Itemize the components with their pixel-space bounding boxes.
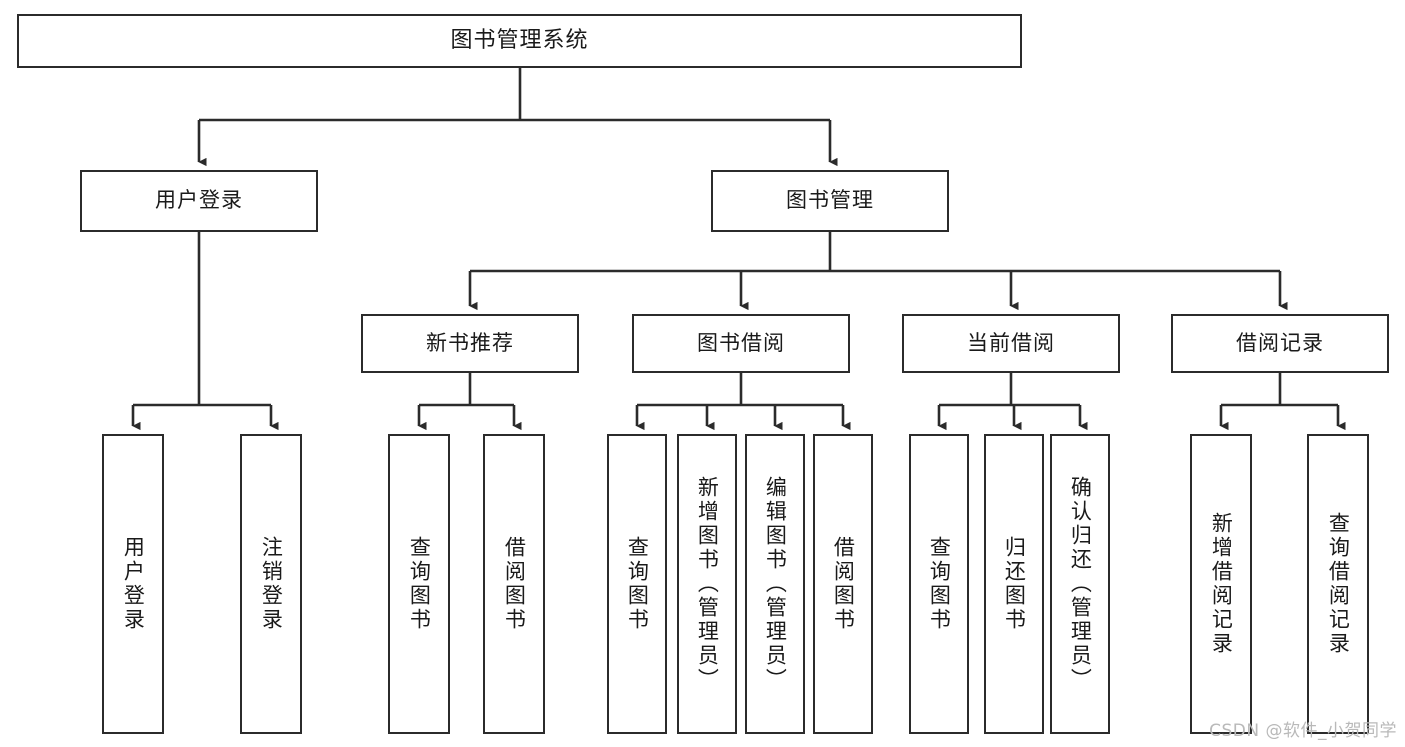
leaf-query-borrow-record[interactable]: 查询借阅记录 [1307,434,1369,734]
leaf-logout-label: 注销登录 [259,536,284,632]
leaf-query-book-borrow-label: 查询图书 [625,536,650,632]
node-book-borrow[interactable]: 图书借阅 [632,314,850,373]
node-root[interactable]: 图书管理系统 [17,14,1022,68]
leaf-borrow-book-borrow-label: 借阅图书 [831,536,856,632]
leaf-borrow-book-newbooks[interactable]: 借阅图书 [483,434,545,734]
leaf-return-book-label: 归还图书 [1002,536,1027,632]
leaf-query-book-current-label: 查询图书 [927,536,952,632]
node-borrow-records-label: 借阅记录 [1236,330,1324,355]
node-book-management-label: 图书管理 [786,188,874,213]
node-borrow-records[interactable]: 借阅记录 [1171,314,1389,373]
node-book-management[interactable]: 图书管理 [711,170,949,232]
node-book-borrow-label: 图书借阅 [697,330,785,355]
node-current-borrow-label: 当前借阅 [967,330,1055,355]
leaf-query-book-current[interactable]: 查询图书 [909,434,969,734]
node-new-book-recommend[interactable]: 新书推荐 [361,314,579,373]
node-user-login-label: 用户登录 [155,188,243,213]
leaf-confirm-return-admin-label: 确认归还（管理员） [1068,476,1093,692]
leaf-query-borrow-record-label: 查询借阅记录 [1326,512,1351,656]
leaf-edit-book-admin-label: 编辑图书（管理员） [763,476,788,692]
leaf-edit-book-admin[interactable]: 编辑图书（管理员） [745,434,805,734]
leaf-add-book-admin[interactable]: 新增图书（管理员） [677,434,737,734]
node-root-label: 图书管理系统 [450,27,589,53]
node-user-login[interactable]: 用户登录 [80,170,318,232]
node-new-book-recommend-label: 新书推荐 [426,330,514,355]
leaf-user-login[interactable]: 用户登录 [102,434,164,734]
leaf-user-login-label: 用户登录 [121,536,146,632]
leaf-logout[interactable]: 注销登录 [240,434,302,734]
leaf-confirm-return-admin[interactable]: 确认归还（管理员） [1050,434,1110,734]
node-current-borrow[interactable]: 当前借阅 [902,314,1120,373]
leaf-return-book[interactable]: 归还图书 [984,434,1044,734]
leaf-query-book-borrow[interactable]: 查询图书 [607,434,667,734]
leaf-add-borrow-record[interactable]: 新增借阅记录 [1190,434,1252,734]
leaf-add-borrow-record-label: 新增借阅记录 [1209,512,1234,656]
leaf-query-book-newbooks-label: 查询图书 [407,536,432,632]
leaf-add-book-admin-label: 新增图书（管理员） [695,476,720,692]
leaf-borrow-book-borrow[interactable]: 借阅图书 [813,434,873,734]
csdn-watermark: CSDN @软件_小贺同学 [1209,721,1397,741]
leaf-borrow-book-newbooks-label: 借阅图书 [502,536,527,632]
leaf-query-book-newbooks[interactable]: 查询图书 [388,434,450,734]
